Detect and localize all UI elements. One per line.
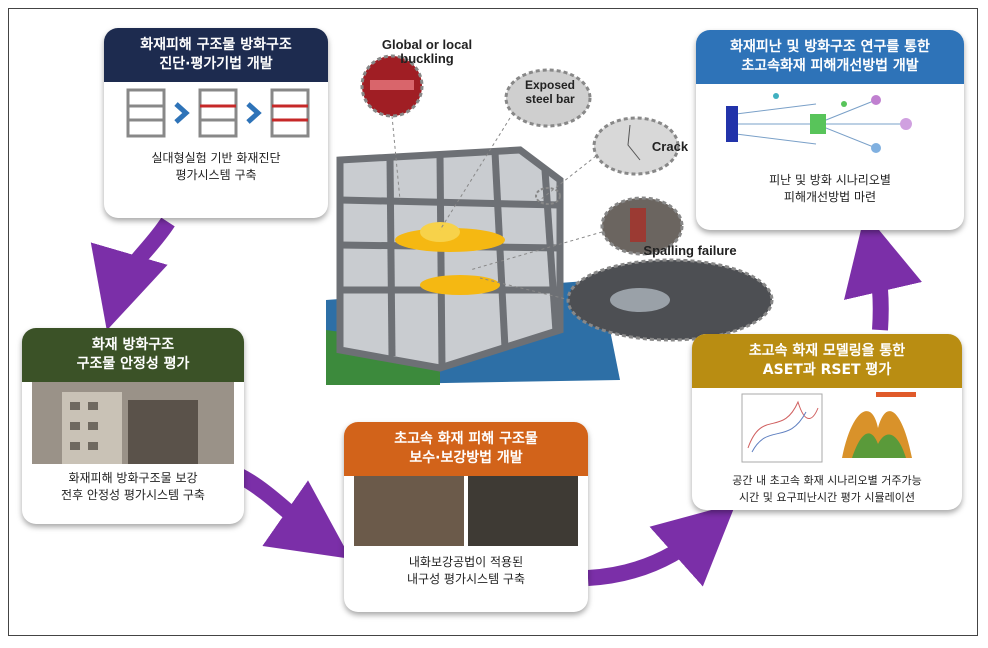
label-spalling: Spalling failure	[643, 243, 737, 258]
card-title: 화재피해 구조물 방화구조 진단·평가기법 개발	[104, 28, 328, 82]
card-caption: 실대형실험 기반 화재진단 평가시스템 구축	[151, 151, 281, 182]
card-title: 초고속 화재 피해 구조물 보수·보강방법 개발	[344, 422, 588, 476]
card-repair-reinforcement: 초고속 화재 피해 구조물 보수·보강방법 개발 내화보강공법이 적용된 내구성…	[344, 422, 588, 612]
card-caption: 공간 내 초고속 화재 시나리오별 거주가능 시간 및 요구피난시간 평가 시뮬…	[732, 474, 922, 504]
fire-modeling-plots	[702, 388, 952, 466]
card-structural-stability: 화재 방화구조 구조물 안정성 평가 화재피해 방화구조물 보강 전후 안정성 …	[22, 328, 244, 524]
card-title: 화재피난 및 방화구조 연구를 통한 초고속화재 피해개선방법 개발	[696, 30, 964, 84]
arrow-bottom-to-midright	[587, 503, 736, 587]
steel-frame-sequence-image	[114, 82, 318, 144]
card-fire-damage-diagnosis: 화재피해 구조물 방화구조 진단·평가기법 개발 실대형실험 기반 화재진단 평…	[104, 28, 328, 218]
arrow-midleft-to-bottom	[234, 467, 351, 559]
callout-small-ring	[535, 187, 561, 205]
callout-fire-scene	[479, 258, 774, 342]
card-caption: 화재피해 방화구조물 보강 전후 안정성 평가시스템 구축	[61, 471, 205, 502]
damaged-building-photo	[32, 382, 234, 464]
card-damage-improvement: 화재피난 및 방화구조 연구를 통한 초고속화재 피해개선방법 개발 피난 및 …	[696, 30, 964, 230]
chevron-right-icon	[174, 102, 190, 124]
card-aset-rset-evaluation: 초고속 화재 모델링을 통한 ASET과 RSET 평가 공간 내 초고속 화재…	[692, 334, 962, 510]
card-title: 화재 방화구조 구조물 안정성 평가	[22, 328, 244, 382]
network-diagram-image	[706, 84, 954, 166]
card-caption: 피난 및 방화 시나리오별 피해개선방법 마련	[769, 173, 891, 204]
callout-crack	[539, 116, 680, 201]
card-title: 초고속 화재 모델링을 통한 ASET과 RSET 평가	[692, 334, 962, 388]
card-caption: 내화보강공법이 적용된 내구성 평가시스템 구축	[406, 555, 526, 586]
building-frame	[336, 146, 564, 372]
callout-buckling	[360, 54, 424, 201]
label-buckling: Global or local buckling	[381, 37, 473, 66]
label-steel-bar: Exposed steel bar	[524, 78, 575, 106]
repair-photo-2	[468, 476, 578, 546]
callout-spalling	[469, 196, 684, 271]
arrow-topleft-to-midleft	[90, 217, 175, 331]
chevron-right-icon	[246, 102, 262, 124]
arrow-midright-to-topright	[844, 213, 922, 331]
fire-flames	[395, 222, 505, 295]
label-crack: Crack	[651, 139, 689, 154]
repair-photo-1	[354, 476, 464, 546]
callout-steel-bar	[439, 68, 592, 231]
repair-photos	[354, 476, 578, 546]
